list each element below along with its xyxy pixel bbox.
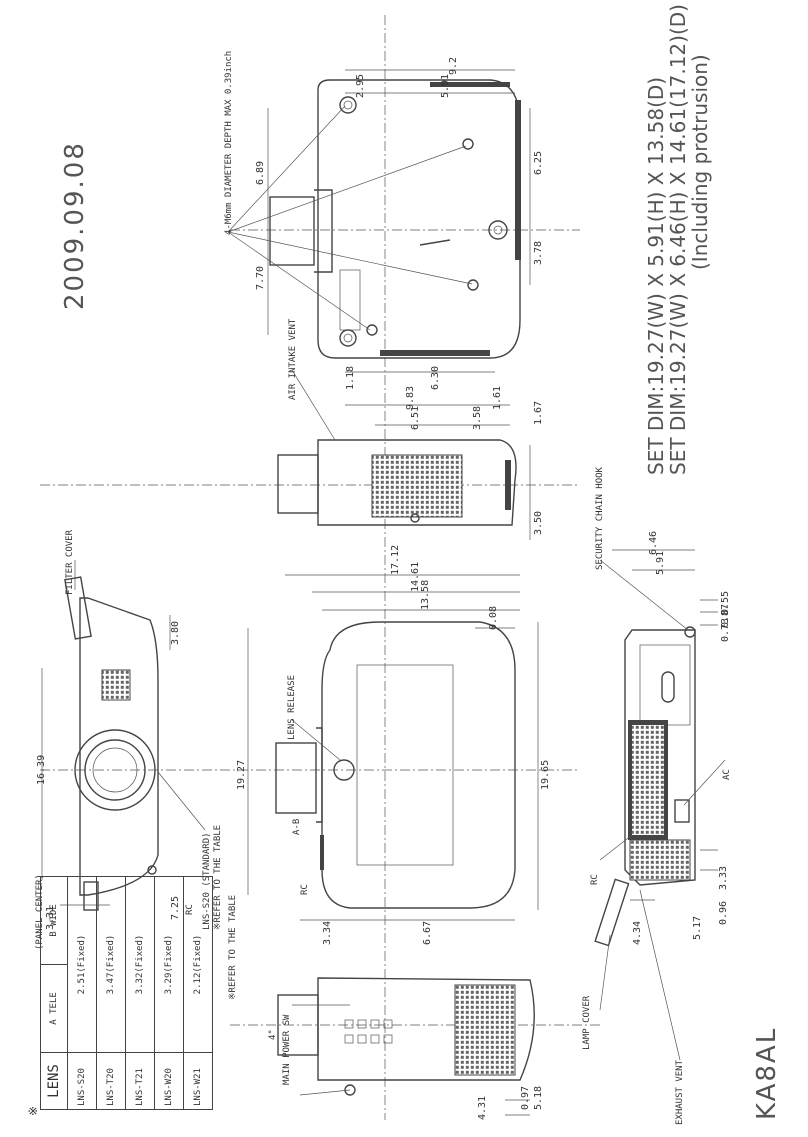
lens-table-header-b: B WIDE (40, 876, 68, 965)
lens-name: LNS-W21 (183, 1052, 213, 1110)
lens-tele-value: 3.29(Fixed) (154, 876, 184, 1053)
lens-name: LNS-T21 (125, 1052, 155, 1110)
set-dimensions-1: SET DIM:19.27(W) X 5.91(H) X 13.58(D) (644, 76, 668, 475)
filter-cover-label: FILTER COVER (65, 529, 75, 595)
table-row: LNS-W20 3.29(Fixed) (154, 876, 184, 1110)
front-view (41, 576, 171, 911)
lens-table-header: LENS A TELE B WIDE (40, 876, 68, 1110)
lens-name: LNS-T20 (96, 1052, 126, 1110)
security-chain-hook-label: SECURITY CHAIN HOOK (595, 467, 605, 570)
dim-5-91: 5.91 (440, 73, 451, 98)
dim-0-08: 0.08 (488, 605, 499, 630)
dim-17-12: 17.12 (390, 544, 401, 575)
main-power-sw-label: MAIN POWER SW (282, 1014, 292, 1085)
a-b-label: A-B (292, 818, 302, 835)
dim-6-30: 6.30 (430, 365, 441, 390)
lens-table-mark: ※ (26, 1105, 40, 1116)
dim-0-73: 0.73 (720, 617, 731, 642)
dim-0-97: 0.97 (520, 1085, 531, 1110)
dim-3-34: 3.34 (322, 920, 333, 945)
lens-tele-value: 2.51(Fixed) (67, 876, 97, 1053)
lens-name: LNS-S20 (67, 1052, 97, 1110)
filter-cover-shape (64, 576, 92, 640)
refer-table-label-1: ※REFER TO THE TABLE (213, 824, 223, 930)
dim-2-95: 2.95 (355, 73, 366, 98)
model-code: KA8AL (752, 1026, 782, 1120)
lens-table-header-lens: LENS (40, 1052, 68, 1110)
set-dimensions-3: (Including protrusion) (688, 54, 712, 270)
screw-note: 4-M6mm DIAMETER DEPTH MAX 0.39inch (224, 50, 234, 235)
set-dimensions-2: SET DIM:19.27(W) X 6.46(H) X 14.61(17.12… (666, 4, 690, 475)
lens-bottom-view (269, 196, 315, 266)
dim-3-80: 3.80 (170, 620, 181, 645)
rc-label-top: RC (300, 884, 310, 895)
dim-3-50: 3.50 (533, 510, 544, 535)
lens-release-label: LENS RELEASE (287, 674, 297, 740)
dim-3-33: 3.33 (718, 865, 729, 890)
lens-table: LENS A TELE B WIDE LNS-S20 2.51(Fixed) L… (40, 876, 213, 1110)
rc-label-rear: RC (590, 874, 600, 885)
rear-view (594, 549, 718, 947)
dim-6-67: 6.67 (422, 920, 433, 945)
dim-9-2: 9.2 (448, 56, 459, 75)
dim-7-70: 7.70 (255, 265, 266, 290)
dim-1-18: 1.18 (345, 365, 356, 390)
table-row: LNS-T20 3.47(Fixed) (96, 876, 126, 1110)
side-view-bottom (277, 977, 535, 1116)
dim-3-58: 3.58 (472, 405, 483, 430)
lamp-cover-label: LAMP COVER (582, 995, 592, 1050)
dim-5-18: 5.18 (533, 1085, 544, 1110)
side-view-right (277, 404, 531, 540)
lens-tele-value: 3.32(Fixed) (125, 876, 155, 1053)
dim-19-65: 19.65 (540, 759, 551, 790)
dim-1-67: 1.67 (533, 400, 544, 425)
dim-16-39: 16.39 (36, 754, 47, 785)
dim-4-34: 4.34 (632, 920, 643, 945)
dim-6-25: 6.25 (533, 150, 544, 175)
dim-19-27: 19.27 (236, 759, 247, 790)
lens-table-header-a: A TELE (40, 964, 68, 1053)
drawing-date: 2009.09.08 (60, 141, 90, 310)
lens-tele-value: 3.47(Fixed) (96, 876, 126, 1053)
lens-top-view (275, 742, 317, 814)
exhaust-vent-label: EXHAUST VENT (675, 1059, 685, 1125)
callout-leaders (74, 369, 726, 1061)
lens-name: LNS-W20 (154, 1052, 184, 1110)
table-row: LNS-W21 2.12(Fixed) (183, 876, 213, 1110)
dim-6-51: 6.51 (410, 405, 421, 430)
lens-tele-value: 2.12(Fixed) (183, 876, 213, 1053)
lens-table-wrapper: ※ LENS A TELE B WIDE LNS-S20 2.51(Fixed)… (26, 876, 213, 1116)
bottom-view (227, 69, 531, 373)
dim-3-78: 3.78 (533, 240, 544, 265)
table-row: LNS-T21 3.32(Fixed) (125, 876, 155, 1110)
dim-4-31: 4.31 (477, 1095, 488, 1120)
dim-6-89: 6.89 (255, 160, 266, 185)
dim-5-91-rear: 5.91 (655, 550, 666, 575)
air-intake-vent-label: AIR INTAKE VENT (288, 318, 298, 400)
refer-table-label-2: ※REFER TO THE TABLE (228, 894, 238, 1000)
ac-label: AC (722, 769, 732, 780)
dim-1-61: 1.61 (492, 385, 503, 410)
table-row: LNS-S20 2.51(Fixed) (67, 876, 97, 1110)
angle-label: 4° (268, 1029, 278, 1040)
top-view (247, 574, 539, 921)
dim-5-17: 5.17 (692, 915, 703, 940)
dim-13-58: 13.58 (420, 579, 431, 610)
dim-0-96: 0.96 (718, 900, 729, 925)
